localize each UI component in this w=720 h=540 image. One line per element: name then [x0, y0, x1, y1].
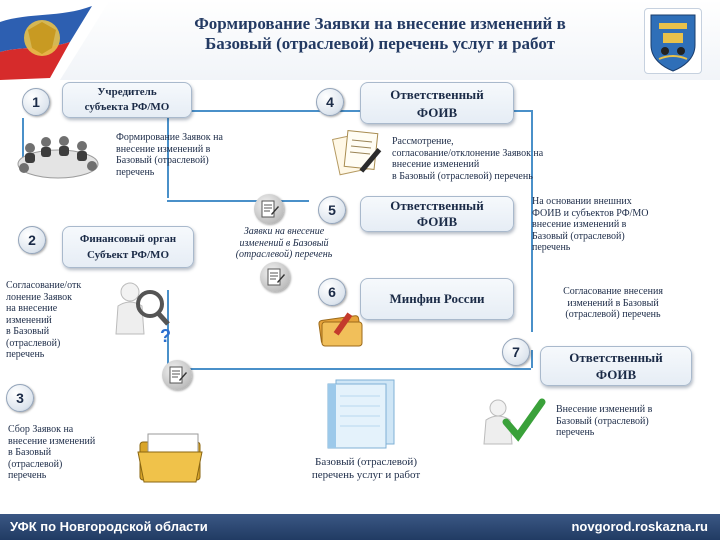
footer-bar [0, 514, 720, 540]
collect-text: Сбор Заявок на внесение изменений в Базо… [8, 424, 124, 482]
document-edit-icon [260, 262, 290, 292]
text-line: Заявки на внесение [243, 226, 325, 237]
text-line: (отраслевой) перечень [565, 309, 661, 320]
foiv1-label-2: ФОИВ [416, 105, 458, 120]
apply-changes-text: Внесение изменений в Базовый (отраслевой… [556, 404, 706, 439]
base-list-text: Базовый (отраслевой) перечень услуг и ра… [286, 456, 446, 482]
checkmark-person-illustration [483, 398, 546, 445]
step-5-badge: 5 [318, 196, 346, 224]
basis-text: На основании внешних ФОИВ и субъектов РФ… [532, 196, 692, 254]
header-band [0, 0, 720, 80]
connector-center [167, 112, 169, 198]
text-line: Базовый (отраслевой) [556, 415, 649, 427]
meeting-illustration [17, 136, 99, 179]
foiv3-label-1: Ответственный [569, 350, 663, 365]
text-line: На основании внешних [532, 196, 632, 207]
minfin-box: Минфин России [360, 278, 514, 320]
page-title: Формирование Заявки на внесение изменени… [130, 14, 630, 54]
founder-label-2: субъекта РФ/МО [84, 101, 170, 113]
connector-bottom-left [167, 290, 169, 368]
text-line: (отраслевой) перечень [235, 249, 333, 260]
text-line: изменений в Базовый [567, 297, 659, 309]
text-line: на внесение [6, 303, 58, 314]
finorg-label-1: Финансовый орган [79, 233, 177, 245]
text-line: (отраслевой) [6, 337, 61, 349]
foiv-box-2: Ответственный ФОИВ [360, 196, 514, 232]
foiv-box-3: Ответственный ФОИВ [540, 346, 692, 386]
magnifier-person-illustration: ? [115, 282, 171, 346]
founder-box: Учредитель субъекта РФ/МО [62, 82, 192, 118]
text-line: перечень [556, 427, 595, 438]
title-line-1: Формирование Заявки на внесение изменени… [194, 14, 566, 33]
text-line: Формирование Заявок на [116, 132, 223, 143]
step-6-badge: 6 [318, 278, 346, 306]
text-line: Базовый (отраслевой) [116, 155, 209, 166]
text-line: Сбор Заявок на [8, 424, 74, 435]
text-line: изменений [6, 314, 52, 326]
text-line: Внесение изменений в [556, 404, 653, 415]
form-requests-text: Формирование Заявок на внесение изменени… [116, 132, 276, 178]
text-line: согласование/отклонение Заявок на [392, 147, 544, 159]
text-line: перечень [8, 470, 47, 481]
text-line: внесение изменений в [116, 143, 211, 155]
connector-mid [167, 200, 309, 202]
foiv2-label-2: ФОИВ [416, 214, 458, 229]
step-7-badge: 7 [502, 338, 530, 366]
connector-bottom [167, 368, 531, 370]
document-edit-icon [254, 194, 284, 224]
text-line: внесение изменений [8, 435, 96, 447]
coat-of-arms-icon [644, 8, 702, 74]
approval-left-text: Согласование/отк лонение Заявок на внесе… [6, 280, 110, 361]
text-line: Базовый (отраслевой) [532, 230, 625, 242]
text-line: перечень [532, 242, 571, 253]
finorg-label-2: Субъект РФ/МО [86, 249, 169, 261]
founder-label-1: Учредитель [97, 86, 157, 98]
text-line: внесение изменений [392, 159, 480, 170]
step-4-badge: 4 [316, 88, 344, 116]
folder-illustration [137, 433, 203, 483]
text-line: Базовый (отраслевой) [315, 456, 417, 468]
text-line: (отраслевой) [8, 458, 63, 470]
folders-illustration [318, 312, 363, 347]
foiv3-label-2: ФОИВ [595, 367, 637, 382]
step-3-badge: 3 [6, 384, 34, 412]
text-line: лонение Заявок [6, 291, 72, 303]
foiv1-label-1: Ответственный [390, 87, 484, 102]
text-line: Согласование/отк [6, 280, 82, 291]
finorg-box: Финансовый орган Субъект РФ/МО [62, 226, 194, 268]
connector-left [22, 118, 24, 166]
foiv2-label-1: Ответственный [390, 198, 484, 213]
text-line: ФОИВ и субъектов РФ/МО [532, 207, 649, 219]
title-line-2: Базовый (отраслевой) перечень услуг и ра… [205, 34, 555, 53]
connector-right-low [531, 350, 533, 368]
text-line: изменений в Базовый [239, 237, 329, 249]
footer-website-link[interactable]: novgorod.roskazna.ru [571, 519, 708, 534]
footer-organization: УФК по Новгородской области [10, 519, 208, 534]
text-line: перечень услуг и работ [311, 469, 421, 481]
text-line: в Базовый [6, 326, 50, 337]
text-line: в Базовый (отраслевой) перечень [392, 170, 533, 182]
connector-right [531, 110, 533, 332]
step-1-badge: 1 [22, 88, 50, 116]
documents-pen-illustration [332, 129, 382, 176]
text-line: внесение изменений в [532, 219, 627, 230]
requests-text: Заявки на внесение изменений в Базовый (… [224, 226, 344, 261]
text-line: Согласование внесения [563, 286, 663, 297]
document-edit-icon [162, 360, 192, 390]
flag-emblem-graphic [0, 0, 110, 80]
review-text: Рассмотрение, согласование/отклонение За… [392, 136, 602, 182]
text-line: Рассмотрение, [392, 136, 454, 147]
minfin-label: Минфин России [389, 291, 485, 306]
text-line: в Базовый [8, 447, 52, 458]
svg-text:?: ? [160, 326, 171, 346]
foiv-box-1: Ответственный ФОИВ [360, 82, 514, 124]
step-2-badge: 2 [18, 226, 46, 254]
text-line: перечень [116, 166, 155, 178]
minfin-approval-text: Согласование внесения изменений в Базовы… [530, 286, 696, 321]
text-line: перечень [6, 349, 45, 360]
binder-illustration [327, 379, 395, 449]
